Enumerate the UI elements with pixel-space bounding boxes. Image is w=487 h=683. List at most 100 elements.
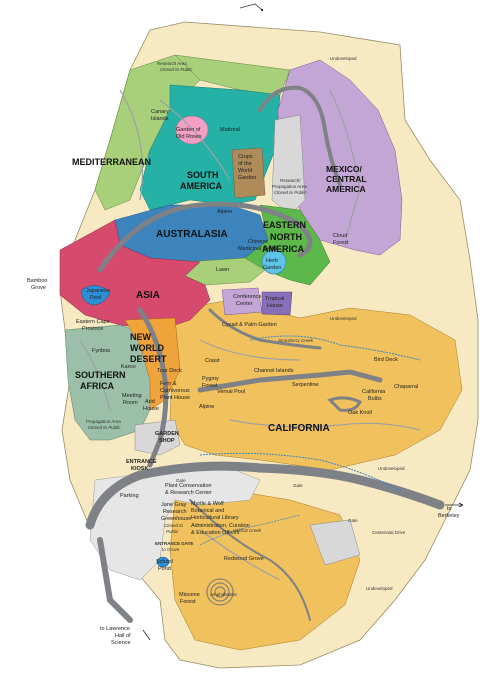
label-prop-area-1: Propagation Area — [86, 419, 121, 424]
label-wildcat-creek: Wildcat Creek — [233, 528, 262, 533]
label-cloud-forest-1: Cloud — [333, 233, 347, 239]
label-vernal-pool: Vernal Pool — [217, 389, 245, 395]
label-gate-1: Gate — [176, 478, 186, 483]
label-entrance-gate-2: to Grove — [162, 547, 180, 552]
label-school-pond-1: School — [156, 559, 173, 565]
label-alpine: Alpine — [199, 404, 214, 410]
label-eastern-na-1: EASTERN — [263, 220, 306, 230]
label-carnivorous-1: Fern & — [160, 381, 177, 387]
label-cape-1: Eastern Cape — [76, 319, 110, 325]
label-cal-bulbs-1: California — [362, 389, 386, 395]
label-jane-gray-2: Research — [163, 509, 187, 515]
arrow-to-berkeley-icon — [445, 502, 464, 508]
label-undeveloped-top: Undeveloped — [330, 56, 357, 61]
label-admin-2: & Education Offices — [191, 530, 239, 536]
label-school-pond-2: Pond — [158, 566, 171, 572]
tropical-house — [261, 291, 293, 316]
label-chinese-herbs-1: Chinese — [248, 239, 268, 245]
label-new-world-3: DESERT — [130, 354, 167, 364]
label-oak-knoll: Oak Knoll — [348, 410, 372, 416]
label-eastern-na-3: AMERICA — [262, 244, 304, 254]
label-chaparral: Chaparral — [394, 384, 418, 390]
label-southern-africa-1: SOUTHERN — [75, 370, 126, 380]
school-pond — [156, 556, 170, 568]
label-cycad: Cycad & Palm Garden — [222, 322, 277, 328]
label-undeveloped-bottom: Undeveloped — [366, 586, 393, 591]
label-to-lawrence-2: Hall of — [115, 633, 131, 639]
label-entrance-gate-1: ENTRANCE GATE — [155, 541, 193, 546]
label-bird-deck: Bird Deck — [374, 357, 398, 363]
label-conference-1: Conference — [233, 294, 261, 300]
label-myrtle-1: Myrtle & Wolf — [191, 501, 224, 507]
label-strawberry-creek: Strawberry Creek — [278, 338, 314, 343]
label-mexico-3: AMERICA — [326, 184, 366, 194]
label-bamboo-2: Grove — [31, 285, 46, 291]
label-new-world-2: WORLD — [130, 343, 164, 353]
label-to-berkeley-1: to — [447, 506, 452, 512]
label-parking: Parking — [120, 493, 139, 499]
japanese-pool — [81, 285, 111, 306]
label-fynbos: Fynbos — [92, 348, 110, 354]
label-entrance-kiosk-2: KIOSK — [131, 466, 148, 472]
label-meeting-1: Meeting — [122, 393, 142, 399]
strawberry-creek — [249, 335, 421, 361]
label-channel-islands: Channel Islands — [254, 368, 294, 374]
label-carnivorous-2: Carnivorous — [160, 388, 190, 394]
label-centennial-drive: Centennial Drive — [372, 530, 406, 535]
label-herb-garden-1: Herb — [266, 258, 278, 264]
arrow-to-lawrence-icon — [142, 629, 151, 641]
label-roses-2: Old Roses — [176, 134, 202, 140]
label-mediterranean: MEDITERRANEAN — [72, 157, 151, 167]
label-undeveloped-mid: Undeveloped — [330, 316, 357, 321]
label-cal-bulbs-2: Bulbs — [368, 396, 382, 402]
label-amphitheatre: Amphitheatre — [210, 592, 237, 597]
label-eastern-na-2: NORTH — [270, 232, 302, 242]
label-miocene-1: Miocene — [179, 592, 200, 598]
amphitheatre-icon — [206, 578, 234, 606]
garden-shop-area — [134, 419, 181, 456]
label-garden-shop-1: GARDEN — [155, 431, 179, 437]
label-karoo: Karoo — [121, 364, 136, 370]
label-tropical-1: Tropical — [265, 296, 284, 302]
label-chinese-herbs-2: Medicinal Herbs — [238, 246, 278, 252]
label-entrance-kiosk-1: ENTRANCE — [126, 459, 157, 465]
label-undeveloped-right: Undeveloped — [378, 466, 405, 471]
strawberry-creek-lower — [199, 452, 401, 491]
label-south-america-2: AMERICA — [180, 181, 222, 191]
label-california: CALIFORNIA — [268, 423, 330, 434]
compass-icon — [239, 3, 264, 12]
label-plant-cons-2: & Research Center — [165, 490, 212, 496]
label-alpine-top: Alpine — [217, 209, 232, 215]
label-research-prop-1: Research/ — [280, 178, 301, 183]
label-plant-cons-1: Plant Conservation — [165, 483, 211, 489]
label-crops-1: Crops — [238, 154, 253, 160]
label-mexico-1: MEXICO/ — [326, 164, 363, 174]
label-closed-2: Public — [166, 529, 179, 534]
label-redwood-grove: Redwood Grove — [224, 556, 264, 562]
label-crops-2: of the — [238, 161, 252, 167]
label-to-berkeley-2: Berkeley — [438, 513, 460, 519]
label-prop-area-2: Closed to Public — [88, 425, 121, 430]
label-research-prop-2: Propagation Area — [272, 184, 307, 189]
label-asia: ASIA — [136, 290, 160, 301]
label-arid-1: Arid — [145, 399, 155, 405]
label-gate-3: Gate — [348, 518, 358, 523]
label-closed-1: Closed to — [164, 523, 184, 528]
label-pygmy-1: Pygmy — [202, 376, 219, 382]
label-research-area-1: Research Area — [157, 61, 187, 66]
label-myrtle-2: Botanical and — [191, 508, 224, 514]
label-garden-shop-2: SHOP — [159, 438, 175, 444]
label-admin-1: Administration, Curation — [191, 523, 250, 529]
label-meeting-2: Room — [123, 400, 138, 406]
label-cape-2: Province — [82, 326, 103, 332]
label-serpentine: Serpentine — [292, 382, 319, 388]
main-path — [85, 85, 445, 623]
label-bamboo-1: Bamboo — [27, 278, 48, 284]
label-south-america-1: SOUTH — [187, 170, 219, 180]
crops-garden — [231, 147, 266, 199]
label-lawn: Lawn — [216, 267, 229, 273]
label-southern-africa-2: AFRICA — [80, 381, 114, 391]
label-australasia: AUSTRALASIA — [156, 229, 228, 240]
label-roses-1: Garden of — [176, 127, 201, 133]
